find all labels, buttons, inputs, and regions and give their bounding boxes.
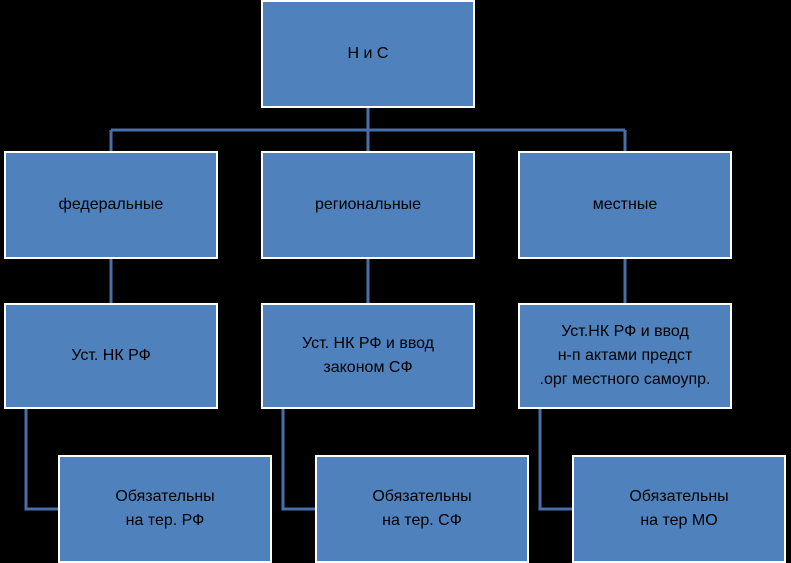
local-establishment-line: .орг местного самоупр.: [539, 371, 711, 388]
federal-establishment-line: Уст. НК РФ: [71, 347, 151, 364]
connector-est-regional-to-ob: [281, 409, 315, 511]
regional-obligatory-line: Обязательны: [372, 488, 472, 505]
node-regional-taxes: региональные: [261, 151, 475, 259]
node-federal-label: федеральные: [58, 196, 164, 213]
node-local-taxes: местные: [518, 151, 732, 259]
root-node-taxes-and-fees: Н и С: [261, 0, 475, 108]
local-obligatory-line: Обязательны: [629, 488, 729, 505]
connector-est-local-to-ob: [538, 409, 572, 511]
node-federal-establishment: Уст. НК РФ: [4, 303, 218, 409]
regional-obligatory-line: на тер. СФ: [382, 512, 462, 529]
node-regional-obligatory: Обязательны на тер. СФ: [315, 455, 529, 563]
node-regional-label: региональные: [314, 196, 422, 213]
federal-obligatory-line: Обязательны: [115, 488, 215, 505]
federal-obligatory-line: на тер. РФ: [125, 512, 205, 529]
root-node-label: Н и С: [347, 45, 389, 62]
node-local-establishment: Уст.НК РФ и ввод н-п актами предст .орг …: [518, 303, 732, 409]
local-establishment-line: н-п актами предст: [557, 347, 693, 364]
node-federal-taxes: федеральные: [4, 151, 218, 259]
local-establishment-line: Уст.НК РФ и ввод: [561, 323, 689, 340]
node-federal-obligatory: Обязательны на тер. РФ: [58, 455, 272, 563]
node-regional-establishment: Уст. НК РФ и ввод законом СФ: [261, 303, 475, 409]
node-local-label: местные: [592, 196, 658, 213]
local-obligatory-line: на тер МО: [640, 512, 718, 529]
node-local-obligatory: Обязательны на тер МО: [572, 455, 786, 563]
regional-establishment-line: Уст. НК РФ и ввод: [301, 335, 435, 352]
regional-establishment-line: законом СФ: [323, 359, 413, 376]
connector-est-federal-to-ob: [24, 409, 58, 511]
